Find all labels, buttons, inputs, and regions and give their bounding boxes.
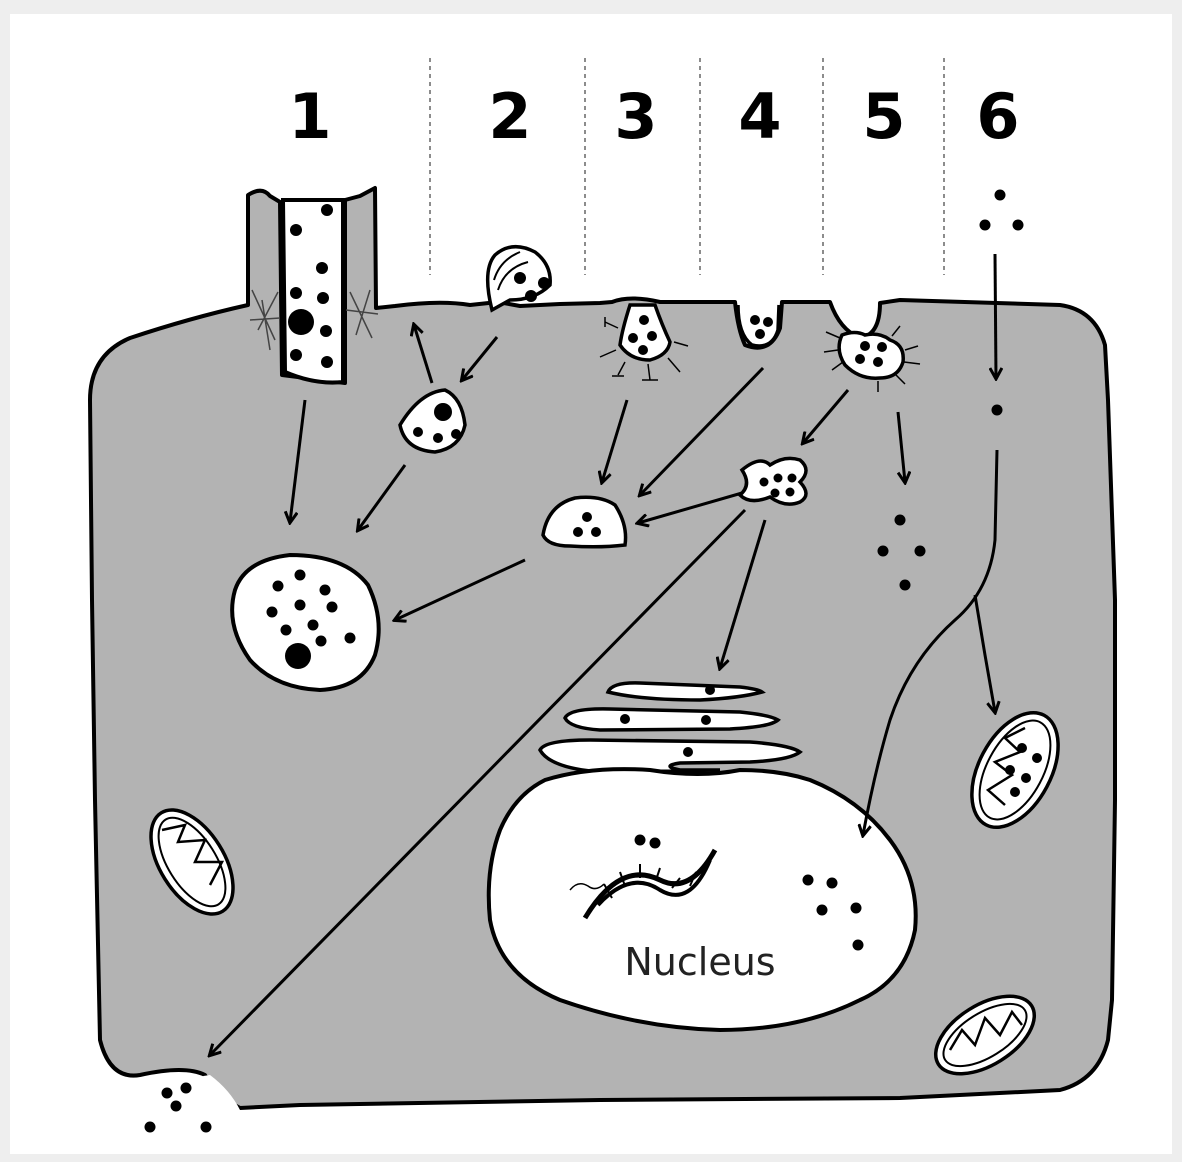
extracellular-particles — [980, 190, 1024, 231]
pathway-label-1: 1 — [288, 80, 331, 153]
pathway-label-4: 4 — [738, 80, 781, 153]
pathway-label-6: 6 — [976, 80, 1019, 153]
caveosome — [740, 458, 806, 504]
pathway-number-labels: 1 2 3 4 5 6 — [288, 80, 1019, 153]
pathway-label-5: 5 — [862, 80, 905, 153]
pathway-label-2: 2 — [488, 80, 531, 153]
pathway-label-3: 3 — [614, 80, 657, 153]
nucleus — [489, 769, 916, 1030]
nucleus-label: Nucleus — [624, 940, 775, 984]
